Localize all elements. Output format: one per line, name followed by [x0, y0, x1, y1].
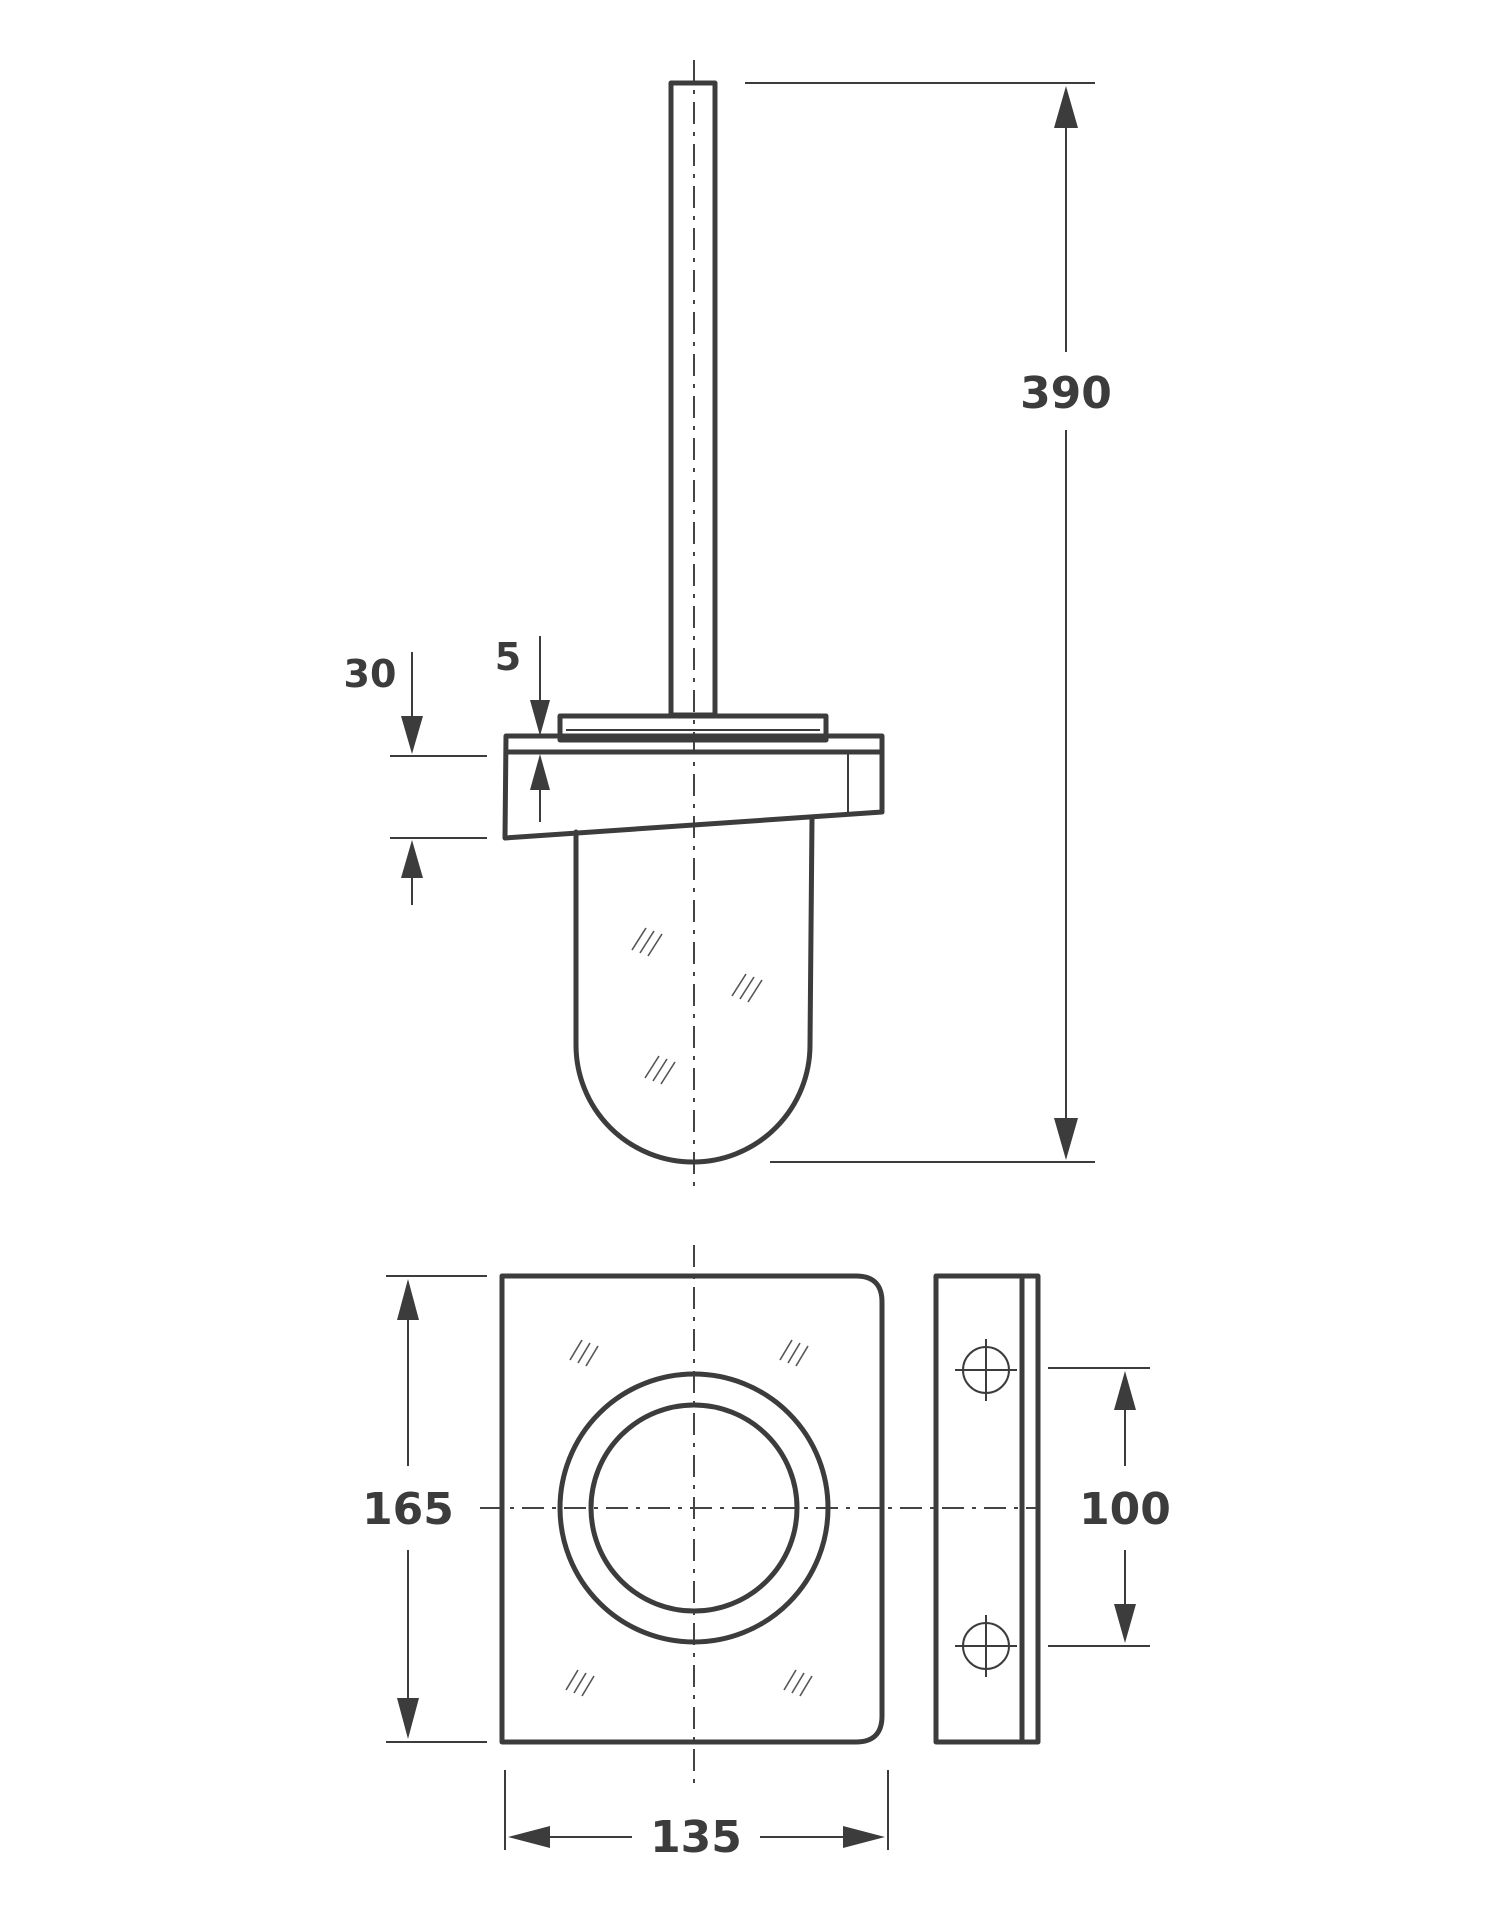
dimension-100: 100 [1048, 1367, 1171, 1647]
brush-lid [557, 713, 829, 743]
dimension-label-5: 5 [495, 635, 521, 679]
dimension-label-100: 100 [1079, 1484, 1171, 1535]
screw-hole-top [955, 1339, 1017, 1401]
dimension-165: 165 [362, 1275, 487, 1743]
inner-ring [588, 1402, 800, 1614]
glass-cup [573, 815, 815, 1165]
dimension-label-30: 30 [344, 652, 397, 696]
dimension-label-390: 390 [1020, 368, 1112, 419]
plate-hatch-marks [565, 1339, 813, 1697]
dimension-135: 135 [504, 1770, 889, 1863]
side-profile-view: 100 [933, 1273, 1171, 1745]
dimension-label-165: 165 [362, 1484, 454, 1535]
side-profile-body [933, 1273, 1041, 1745]
glass-hatch-marks [631, 927, 763, 1085]
front-view: 165 135 [362, 1245, 1040, 1863]
wall-plate [499, 1273, 885, 1745]
screw-hole-bottom [955, 1615, 1017, 1677]
dimension-390: 390 [745, 82, 1112, 1163]
outer-ring [557, 1371, 831, 1645]
holder-bracket [502, 733, 885, 841]
dimension-30: 30 [344, 652, 487, 905]
dimension-5: 5 [495, 635, 550, 822]
side-view: 390 30 5 [344, 60, 1112, 1190]
dimension-label-135: 135 [650, 1812, 742, 1863]
